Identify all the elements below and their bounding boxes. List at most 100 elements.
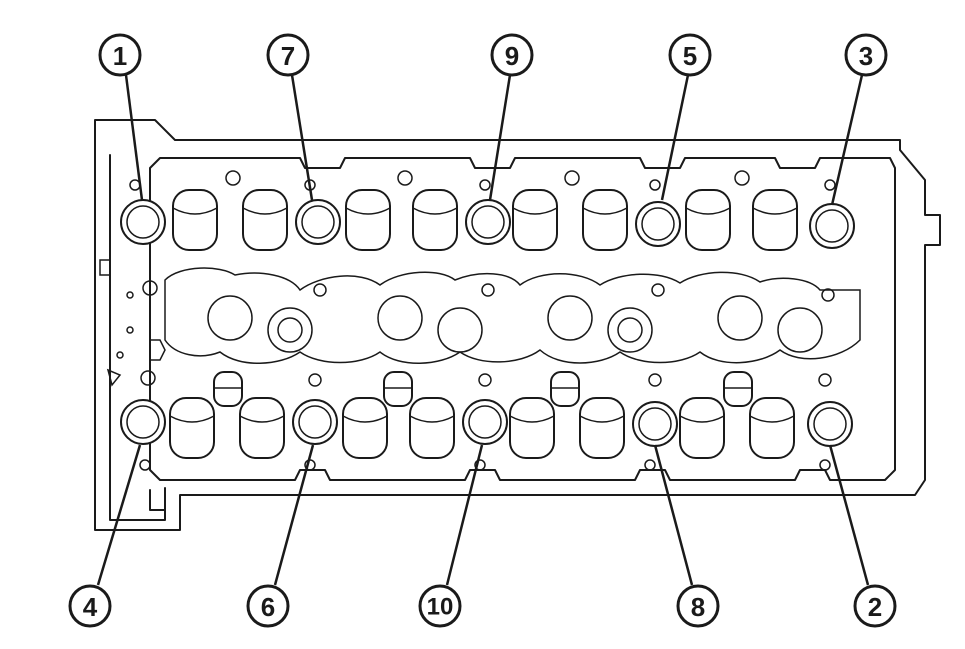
lifter-body	[509, 397, 555, 459]
leader-line-3	[830, 74, 864, 206]
leader-line-2	[828, 444, 870, 586]
bolt-inner	[471, 205, 505, 239]
combustion-chambers	[129, 170, 861, 471]
bolt-sequence-callouts: 1 7 9 5 3 4 6	[68, 33, 897, 628]
callout-circle-3	[844, 33, 888, 77]
plug-boss-1	[213, 371, 243, 407]
callout-circle-7	[266, 33, 310, 77]
callout-10: 10	[418, 444, 484, 628]
callout-circle-9	[490, 33, 534, 77]
callout-3: 3	[830, 33, 888, 206]
lifter-body	[242, 189, 288, 251]
lifter-body	[412, 189, 458, 251]
callout-label-9: 9	[505, 41, 519, 71]
boss-body	[213, 371, 243, 407]
lower-lifter-1	[169, 397, 215, 459]
lifter-body	[342, 397, 388, 459]
callout-label-3: 3	[859, 41, 873, 71]
head-bolt-hole-8	[462, 399, 508, 445]
callout-9: 9	[488, 33, 534, 201]
callout-circle-6	[246, 584, 290, 628]
head-bolt-hole-3	[465, 199, 511, 245]
leader-line-10	[445, 444, 484, 586]
lower-lifter-8	[749, 397, 795, 459]
lifter-rim	[582, 207, 628, 215]
upper-lifter-4	[412, 189, 458, 251]
lifter-body	[409, 397, 455, 459]
leader-line-1	[124, 74, 144, 201]
lifter-body	[239, 397, 285, 459]
callout-label-4: 4	[83, 592, 98, 622]
lower-lifter-7	[679, 397, 725, 459]
plug-boss-2	[383, 371, 413, 407]
upper-lifter-8	[752, 189, 798, 251]
cylinder-head-outline	[94, 119, 941, 531]
callout-4: 4	[68, 444, 142, 628]
upper-lifter-7	[685, 189, 731, 251]
boss-body	[550, 371, 580, 407]
leader-line-7	[290, 74, 314, 201]
bolt-inner	[126, 405, 160, 439]
callout-label-2: 2	[868, 592, 882, 622]
upper-lifter-6	[582, 189, 628, 251]
lifter-rim	[409, 415, 455, 423]
upper-lifter-2	[242, 189, 288, 251]
lower-lifter-3	[342, 397, 388, 459]
lifter-rim	[509, 415, 555, 423]
callout-1: 1	[98, 33, 144, 201]
callout-circle-4	[68, 584, 112, 628]
lifter-rim	[242, 207, 288, 215]
callout-label-10: 10	[427, 594, 454, 621]
lifter-rim	[752, 207, 798, 215]
lifter-body	[685, 189, 731, 251]
head-bolt-hole-5	[809, 203, 855, 249]
lifter-rim	[172, 207, 218, 215]
lifter-rim	[512, 207, 558, 215]
callout-label-6: 6	[261, 592, 275, 622]
lifter-rim	[239, 415, 285, 423]
bolt-inner	[468, 405, 502, 439]
head-bolt-hole-4	[635, 201, 681, 247]
bolt-inner	[126, 205, 160, 239]
bolt-inner	[301, 205, 335, 239]
callout-circle-8	[676, 584, 720, 628]
bolt-inner	[638, 407, 672, 441]
lifter-body	[582, 189, 628, 251]
callout-circle-2	[853, 584, 897, 628]
lower-lifter-5	[509, 397, 555, 459]
upper-lifter-3	[345, 189, 391, 251]
callout-6: 6	[246, 444, 315, 628]
lifter-rim	[169, 415, 215, 423]
bolt-inner	[813, 407, 847, 441]
head-bolt-hole-6	[120, 399, 166, 445]
upper-lifter-5	[512, 189, 558, 251]
lifter-rim	[679, 415, 725, 423]
plug-boss-3	[550, 371, 580, 407]
callout-5: 5	[660, 33, 712, 201]
callout-circle-10	[418, 584, 462, 628]
lifter-body	[512, 189, 558, 251]
lifter-body	[345, 189, 391, 251]
lower-lifter-4	[409, 397, 455, 459]
leader-line-8	[653, 444, 694, 586]
lower-lifter-6	[579, 397, 625, 459]
lifter-body	[679, 397, 725, 459]
lifter-rim	[345, 207, 391, 215]
lifter-body	[579, 397, 625, 459]
head-bolt-hole-7	[292, 399, 338, 445]
head-bolt-hole-1	[120, 199, 166, 245]
lifter-body	[169, 397, 215, 459]
callout-label-8: 8	[691, 592, 705, 622]
upper-lifter-1	[172, 189, 218, 251]
callout-label-5: 5	[683, 41, 697, 71]
lifter-body	[172, 189, 218, 251]
lower-lifter-2	[239, 397, 285, 459]
callout-7: 7	[266, 33, 314, 201]
head-bolts	[120, 199, 855, 447]
leader-line-6	[273, 444, 315, 586]
callout-circle-1	[98, 33, 142, 77]
lifter-rim	[342, 415, 388, 423]
leader-line-9	[488, 74, 512, 201]
boss-body	[723, 371, 753, 407]
